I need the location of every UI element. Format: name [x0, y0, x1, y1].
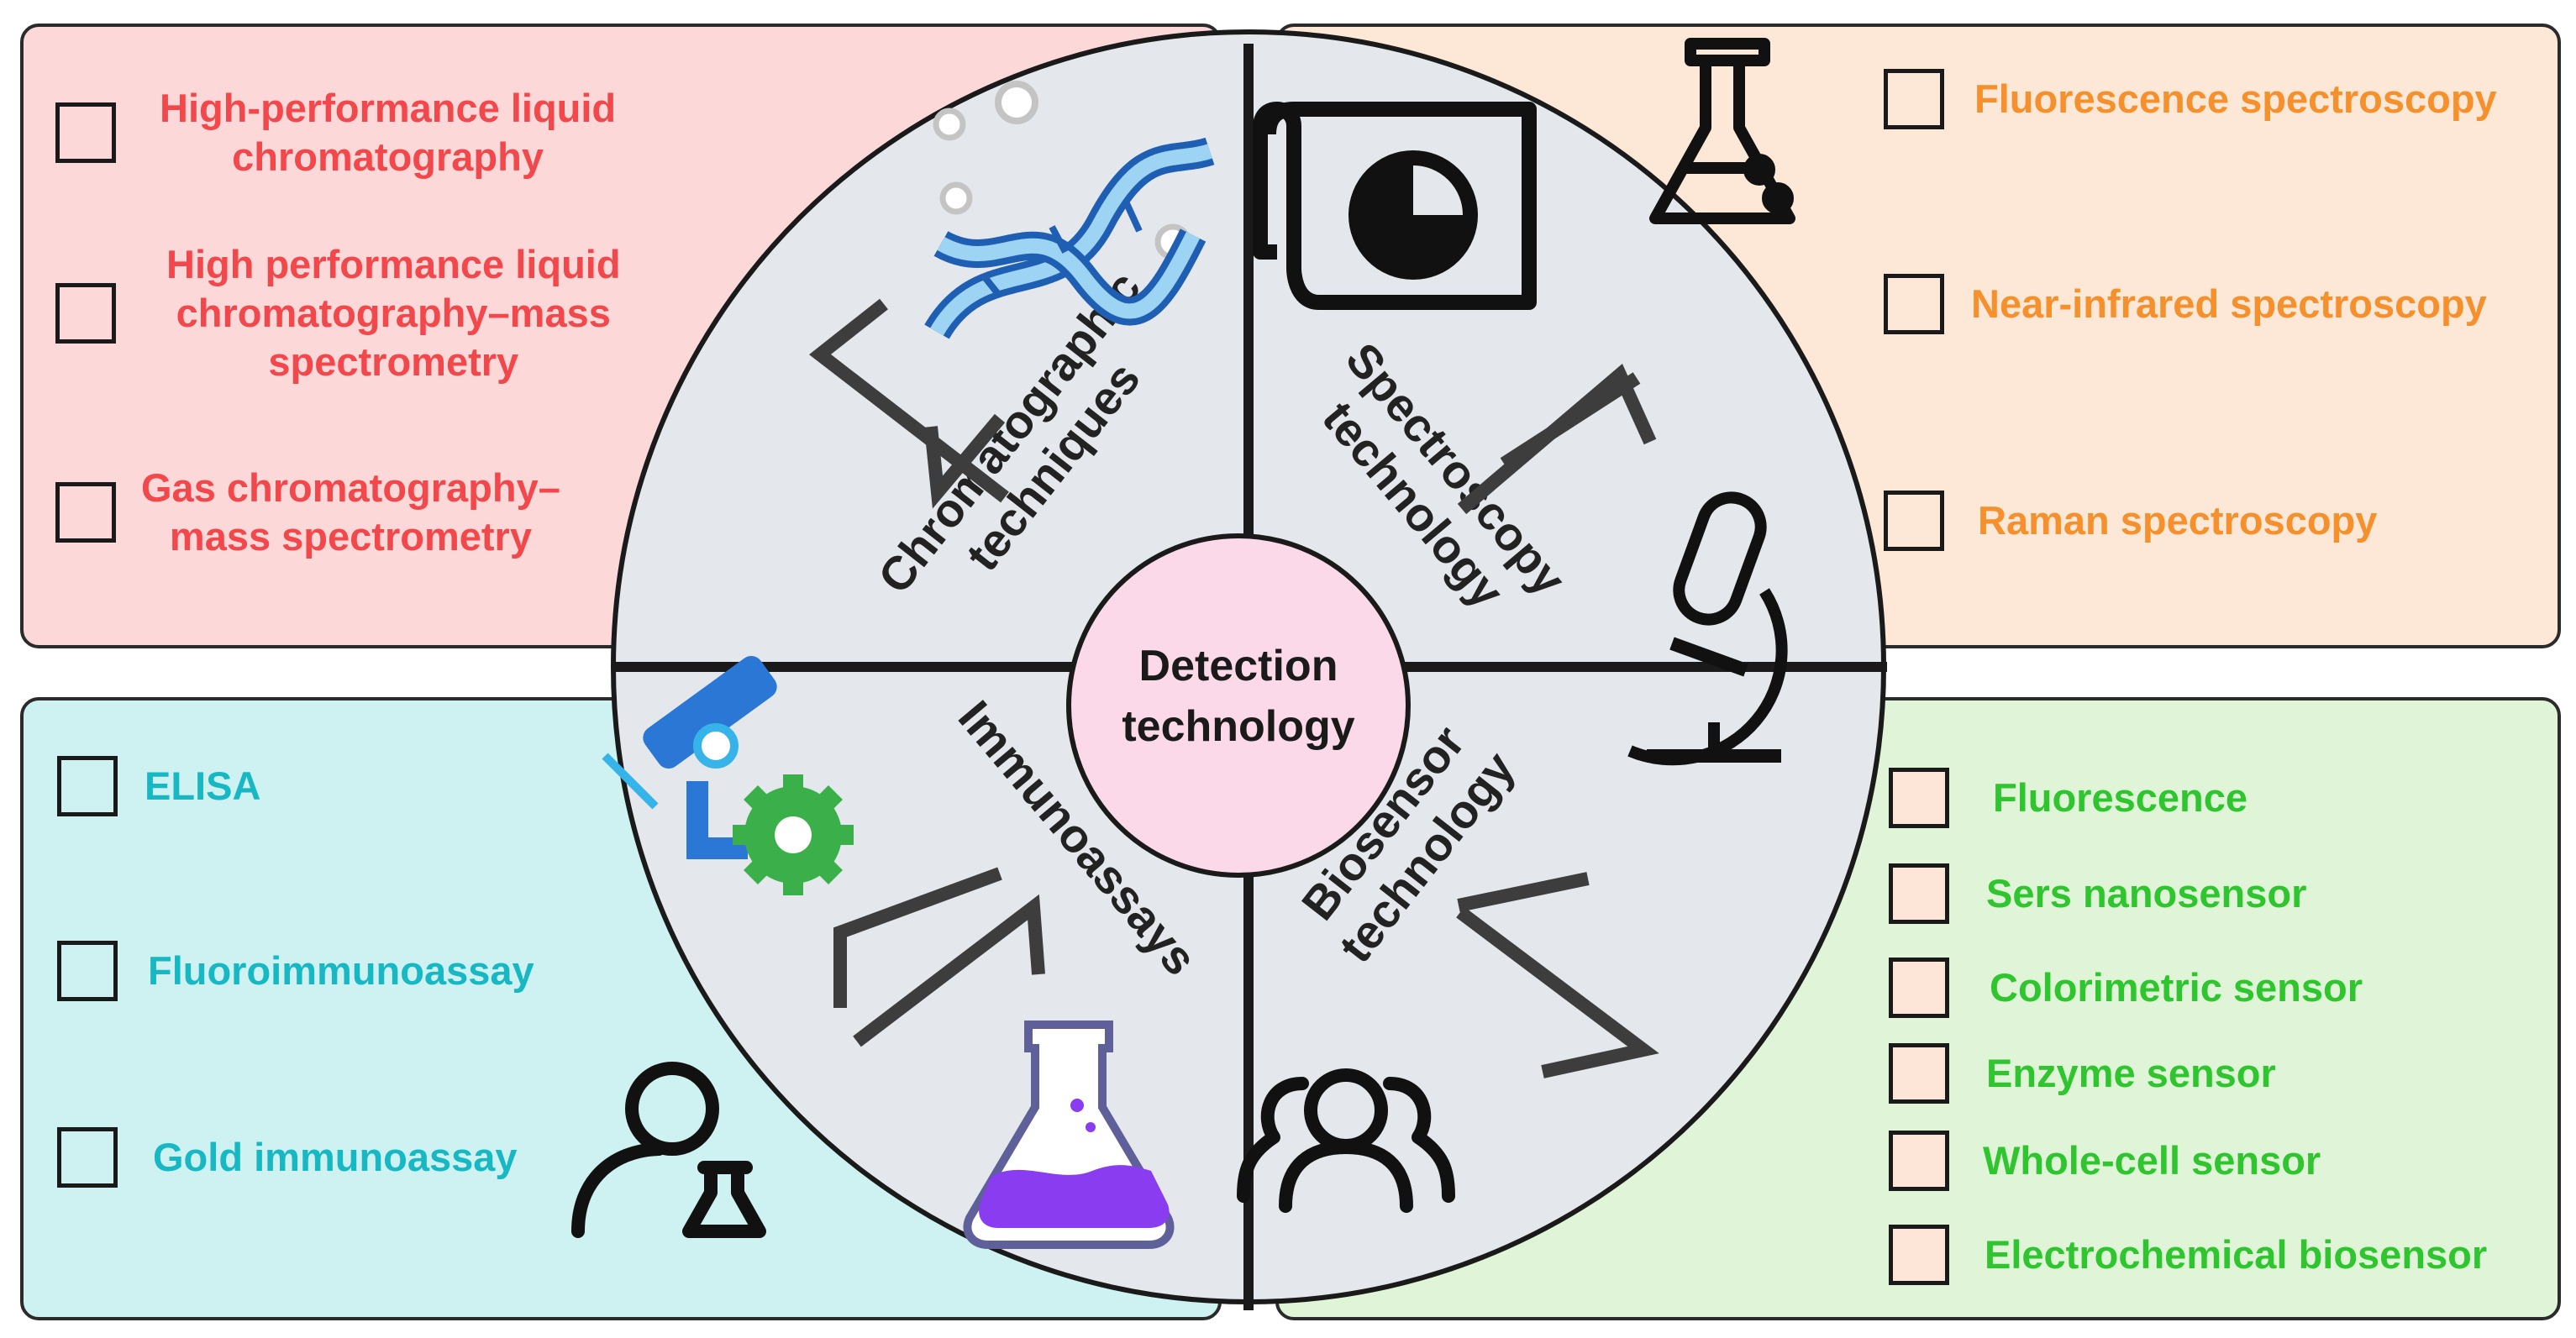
chromatography-item-gc-ms[interactable]: Gas chromatography– mass spectrometry — [55, 464, 560, 561]
document-pie-chart-icon — [1253, 102, 1537, 310]
biosensor-item-fluorescence[interactable]: Fluorescence — [1889, 768, 2247, 828]
item-label: Colorimetric sensor — [1990, 965, 2363, 1010]
checkbox[interactable] — [1889, 1225, 1949, 1285]
center-circle — [1066, 533, 1411, 878]
arrows-icon — [809, 298, 1009, 503]
item-label: ELISA — [145, 763, 261, 808]
arrows-icon — [1456, 906, 1659, 1078]
spectroscopy-item-raman[interactable]: Raman spectroscopy — [1884, 491, 2377, 551]
chromatography-item-hplc[interactable]: High-performance liquid chromatography — [55, 84, 616, 181]
scientist-icon — [571, 1062, 766, 1238]
arrows-icon — [1457, 364, 1657, 515]
checkbox[interactable] — [55, 102, 116, 163]
immunoassay-item-fluoroimmunoassay[interactable]: Fluoroimmunoassay — [57, 941, 534, 1001]
biosensor-item-electrochemical[interactable]: Electrochemical biosensor — [1889, 1225, 2487, 1285]
item-label: Gold immunoassay — [153, 1135, 518, 1179]
biosensor-item-colorimetric[interactable]: Colorimetric sensor — [1889, 958, 2363, 1018]
item-label: Fluoroimmunoassay — [148, 948, 534, 993]
spectroscopy-item-fluorescence[interactable]: Fluorescence spectroscopy — [1884, 69, 2497, 129]
item-label: Raman spectroscopy — [1978, 498, 2378, 543]
biosensor-item-sers[interactable]: Sers nanosensor — [1889, 863, 2306, 924]
item-label: Enzyme sensor — [1986, 1051, 2276, 1095]
checkbox[interactable] — [1889, 768, 1949, 828]
arrows-icon — [809, 298, 1659, 1078]
checkbox[interactable] — [1889, 958, 1949, 1018]
checkbox[interactable] — [57, 1127, 118, 1188]
biosensor-item-enzyme[interactable]: Enzyme sensor — [1889, 1043, 2276, 1104]
flask-icon — [1649, 38, 1795, 224]
microscope-gear-icon — [602, 655, 854, 895]
item-label: High-performance liquid chromatography — [160, 86, 617, 179]
checkbox[interactable] — [1884, 491, 1944, 551]
purple-flask-icon — [963, 1021, 1175, 1249]
checkbox[interactable] — [1889, 1043, 1949, 1104]
item-label: High performance liquid chromatography–m… — [166, 242, 621, 384]
checkbox[interactable] — [57, 941, 118, 1001]
item-label: Sers nanosensor — [1986, 871, 2307, 916]
item-label: Electrochemical biosensor — [1985, 1232, 2488, 1277]
checkbox[interactable] — [1884, 274, 1944, 334]
checkbox[interactable] — [55, 482, 116, 543]
chromatography-item-hplc-ms[interactable]: High performance liquid chromatography–m… — [55, 240, 621, 386]
arrows-icon — [924, 413, 1006, 509]
item-label: Fluorescence spectroscopy — [1974, 76, 2497, 121]
item-label: Near-infrared spectroscopy — [1971, 281, 2487, 326]
arrows-icon — [853, 894, 1045, 1047]
checkbox[interactable] — [1884, 69, 1944, 129]
arrows-icon — [1457, 872, 1590, 912]
people-group-icon — [1237, 1068, 1455, 1213]
checkbox[interactable] — [1889, 1131, 1949, 1191]
dna-icon — [924, 81, 1215, 340]
center-label-line1: Detection — [1139, 642, 1338, 690]
spectroscopy-item-nir[interactable]: Near-infrared spectroscopy — [1884, 274, 2487, 334]
item-label: Whole-cell sensor — [1983, 1138, 2321, 1183]
checkbox[interactable] — [1889, 863, 1949, 924]
immunoassay-item-elisa[interactable]: ELISA — [57, 756, 260, 816]
immunoassay-item-gold[interactable]: Gold immunoassay — [57, 1127, 518, 1188]
center-label-line2: technology — [1122, 702, 1354, 751]
item-label: Gas chromatography– mass spectrometry — [141, 465, 560, 559]
checkbox[interactable] — [57, 756, 118, 816]
arrows-icon — [833, 867, 1002, 1008]
biosensor-item-whole-cell[interactable]: Whole-cell sensor — [1889, 1131, 2321, 1191]
item-label: Fluorescence — [1993, 775, 2248, 820]
microscope-icon — [1627, 491, 1788, 766]
checkbox[interactable] — [55, 283, 116, 344]
